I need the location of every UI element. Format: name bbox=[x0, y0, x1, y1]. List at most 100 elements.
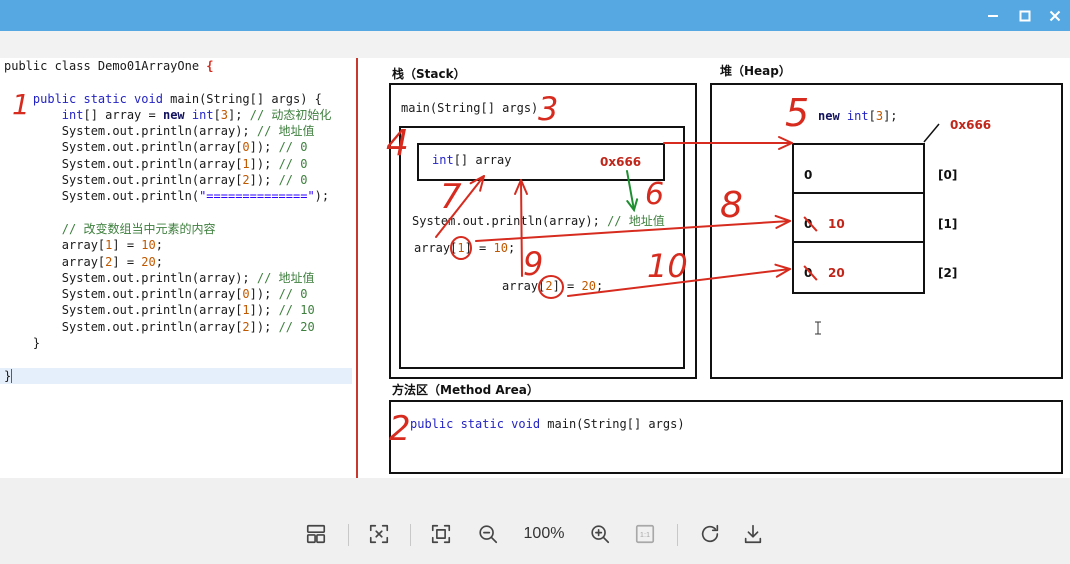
image-canvas[interactable] bbox=[0, 58, 1070, 478]
code-token: } bbox=[4, 368, 12, 383]
text-cursor-icon bbox=[815, 321, 821, 335]
code-line[interactable]: // 改变数组当中元素的内容 bbox=[0, 221, 352, 237]
code-line[interactable]: System.out.println("=============="); bbox=[0, 188, 352, 204]
code-line[interactable]: public static void main(String[] args) { bbox=[0, 91, 352, 107]
code-line[interactable]: System.out.println(array); // 地址值 bbox=[0, 123, 352, 139]
code-token: System.out.println(array[ bbox=[4, 287, 243, 302]
handwritten-mark-4: 4 bbox=[386, 123, 409, 164]
code-token: 3 bbox=[220, 107, 229, 122]
code-line-current[interactable]: } bbox=[0, 367, 352, 384]
close-button[interactable] bbox=[1041, 2, 1069, 30]
cell-index: [0] bbox=[938, 168, 958, 182]
code-token: 2 bbox=[242, 319, 250, 334]
code-token: public class Demo01ArrayOne bbox=[4, 59, 207, 73]
download-button[interactable] bbox=[739, 520, 767, 548]
zoom-level: 100% bbox=[523, 525, 565, 542]
code-token: ; bbox=[155, 254, 163, 269]
code-token: ]; bbox=[883, 109, 898, 123]
code-line[interactable]: int[] array = new int[3]; // 动态初始化 bbox=[0, 107, 352, 123]
code-token: System.out.println(array[ bbox=[4, 140, 243, 155]
code-token: 2 bbox=[105, 254, 113, 269]
code-token: new bbox=[162, 107, 185, 122]
code-token: ] = bbox=[464, 241, 494, 255]
code-line[interactable] bbox=[0, 74, 352, 90]
zoom-out-button[interactable] bbox=[474, 520, 502, 548]
code-token: int bbox=[184, 107, 214, 122]
stack-assign-1: array[1] = 10; bbox=[414, 240, 515, 256]
actual-size-button[interactable]: 1:1 bbox=[631, 520, 659, 548]
code-token: ; bbox=[155, 238, 163, 253]
stack-frame-box bbox=[399, 126, 685, 369]
fit-to-window-button[interactable] bbox=[365, 520, 393, 548]
code-token: ]); bbox=[249, 156, 279, 171]
code-token: array[ bbox=[414, 241, 458, 255]
fullscreen-button[interactable] bbox=[427, 520, 455, 548]
handwritten-mark-5: 5 bbox=[785, 91, 810, 135]
code-token: 10 bbox=[493, 241, 508, 255]
code-token: { bbox=[206, 59, 214, 73]
handwritten-mark-3: 3 bbox=[538, 90, 559, 128]
code-token: array[ bbox=[502, 279, 546, 293]
code-line[interactable]: array[1] = 10; bbox=[0, 237, 352, 253]
code-token: int bbox=[432, 153, 454, 167]
code-token: System.out.println(array); bbox=[4, 124, 257, 139]
code-editor[interactable]: public class Demo01ArrayOne { public sta… bbox=[0, 58, 352, 478]
code-token: 1 bbox=[457, 241, 465, 255]
zoom-in-button[interactable] bbox=[586, 520, 614, 548]
code-token: 1 bbox=[242, 156, 250, 171]
code-token: // 20 bbox=[278, 319, 315, 334]
code-token: // 地址值 bbox=[256, 124, 315, 139]
code-token: 0 bbox=[242, 287, 250, 302]
panel-divider bbox=[356, 58, 358, 478]
code-token: main(String[] args) bbox=[540, 417, 685, 431]
code-line[interactable]: System.out.println(array[2]); // 0 bbox=[0, 172, 352, 188]
code-token: // 地址值 bbox=[256, 270, 315, 285]
actual-size-label: 1:1 bbox=[640, 530, 650, 539]
rotate-icon bbox=[701, 524, 719, 543]
handwritten-mark-6: 6 bbox=[645, 177, 665, 212]
code-token: // 地址值 bbox=[607, 214, 665, 228]
code-line[interactable] bbox=[0, 351, 352, 367]
maximize-button[interactable] bbox=[1011, 2, 1039, 30]
code-line[interactable]: System.out.println(array); // 地址值 bbox=[0, 270, 352, 286]
code-token: 2 bbox=[242, 173, 250, 188]
actual-size-icon: 1:1 bbox=[635, 524, 655, 544]
layout-button[interactable] bbox=[302, 520, 330, 548]
handwritten-mark-1: 1 bbox=[12, 88, 30, 121]
code-token: 1 bbox=[105, 238, 113, 253]
code-token: 1 bbox=[242, 303, 250, 318]
heap-label: 堆（Heap） bbox=[720, 64, 791, 78]
code-line[interactable] bbox=[0, 205, 352, 221]
minimize-button[interactable] bbox=[979, 2, 1007, 30]
code-line[interactable]: } bbox=[0, 335, 352, 351]
fullscreen-icon bbox=[431, 524, 451, 544]
maximize-icon bbox=[1019, 10, 1031, 22]
toolbar-separator bbox=[348, 524, 349, 546]
code-token: ]); bbox=[249, 287, 279, 302]
code-line[interactable]: System.out.println(array[1]); // 10 bbox=[0, 302, 352, 318]
code-token: ]); bbox=[249, 303, 279, 318]
fit-to-window-icon bbox=[369, 524, 389, 544]
code-line[interactable]: System.out.println(array[0]); // 0 bbox=[0, 286, 352, 302]
handwritten-mark-7: 7 bbox=[440, 177, 462, 217]
stack-variable-address: 0x666 bbox=[600, 155, 642, 169]
heap-array-address: 0x666 bbox=[950, 118, 992, 132]
code-line[interactable]: array[2] = 20; bbox=[0, 254, 352, 270]
code-token: } bbox=[4, 336, 41, 351]
code-token: public static void bbox=[4, 91, 163, 106]
cell-index: [1] bbox=[938, 217, 958, 231]
stack-assign-2: array[2] = 20; bbox=[502, 278, 603, 294]
heap-new-expression: new int[3]; bbox=[818, 108, 898, 124]
code-token: 20 bbox=[141, 254, 156, 269]
code-token: // 改变数组当中元素的内容 bbox=[4, 221, 216, 236]
zoom-out-icon bbox=[479, 525, 498, 544]
code-token: System.out.println(array[ bbox=[4, 303, 243, 318]
handwritten-mark-10: 10 bbox=[647, 247, 688, 285]
code-line[interactable]: System.out.println(array[1]); // 0 bbox=[0, 156, 352, 172]
code-line[interactable]: System.out.println(array[0]); // 0 bbox=[0, 139, 352, 155]
code-line[interactable]: System.out.println(array[2]); // 20 bbox=[0, 319, 352, 335]
code-token: System.out.println(array[ bbox=[4, 156, 243, 171]
rotate-button[interactable] bbox=[696, 520, 724, 548]
code-line[interactable]: public class Demo01ArrayOne { bbox=[0, 58, 352, 74]
